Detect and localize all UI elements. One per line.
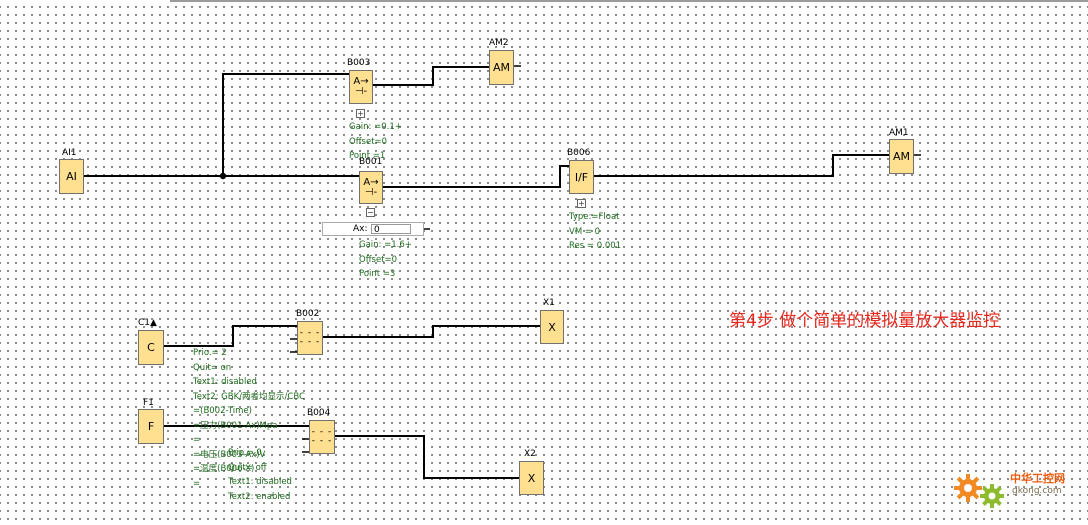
wire-b001-b006 (383, 165, 569, 188)
x1-symbol: X (548, 320, 556, 334)
b001-collapse-icon[interactable]: − (366, 208, 375, 217)
b002-param: Quit= on (193, 362, 232, 373)
b006-param: VM = 0 (569, 226, 601, 237)
b002-param: =压力(B001-Ax)Mpa (193, 420, 278, 431)
x2-label: X2 (524, 449, 536, 459)
ai1-label: AI1 (62, 148, 77, 158)
b002-param: = (193, 478, 201, 489)
am2-block[interactable]: AM (489, 50, 514, 85)
wire-b004-x2 (335, 435, 519, 479)
b003-symbol-top: A→ (353, 76, 369, 87)
wire-junction-b003 (222, 73, 349, 176)
b002-param: Text1: disabled (193, 377, 257, 387)
watermark-title: 中华工控网 (1010, 472, 1065, 485)
am2-symbol: AM (492, 61, 510, 74)
x2-symbol: X (527, 471, 536, 485)
am2-label: AM2 (489, 38, 509, 48)
b004-param: Text2: enabled (228, 491, 291, 502)
b001-param: Offset=0 (359, 254, 398, 265)
am1-label: AM1 (889, 128, 909, 138)
canvas-top-border (170, 0, 1088, 2)
f1-block[interactable]: F (138, 409, 164, 444)
b002-param: =温度(B006-X) (193, 464, 255, 474)
wire-b003-am2 (373, 66, 489, 86)
b002-symbol-top: - - - (299, 328, 321, 338)
b004-label: B004 (307, 408, 331, 418)
watermark: 中华工控网 gkong.com (950, 466, 1085, 516)
b001-ax-label: Ax: (353, 224, 368, 234)
b006-expand-icon[interactable]: + (577, 199, 586, 208)
watermark-url: gkong.com (1012, 486, 1062, 496)
b002-symbol-bottom: - - - (299, 337, 321, 347)
am1-symbol: AM (892, 150, 910, 163)
b004-param: Prio.= 0 (228, 448, 262, 458)
step-annotation: 第4步 做个简单的模拟量放大器监控 (729, 311, 1001, 331)
b006-param: Res = 0.001 (569, 241, 622, 251)
wire-b006-am1 (594, 154, 889, 177)
x1-block[interactable]: X (540, 310, 564, 344)
b004-block[interactable]: - - - - - - (309, 420, 335, 454)
wire-junction-dot (219, 172, 227, 180)
b003-block[interactable]: A→ ⊣- (349, 70, 373, 104)
b006-params: Type:=Float VM = 0 Res = 0.001 (569, 210, 621, 254)
b004-param: Quit= off (228, 462, 267, 473)
b002-symbol: - - - - - - (300, 329, 320, 347)
b004-symbol: - - - - - - (312, 428, 332, 446)
f1-symbol: F (147, 420, 155, 433)
b002-param: =电压(B003-Ax)V (193, 449, 266, 460)
b001-param: Point =3 (359, 269, 396, 279)
b004-symbol-bottom: - - - (311, 436, 333, 446)
wire-b002-x1 (323, 325, 540, 338)
b001-symbol-top: A→ (363, 176, 379, 188)
b001-param: Gain: =1.6+ (359, 240, 412, 250)
wire-c1-b002 (164, 325, 297, 347)
ai1-block[interactable]: AI (59, 159, 84, 194)
am1-block[interactable]: AM (889, 139, 914, 174)
b001-symbol: A→ ⊣- (363, 176, 379, 198)
ai1-symbol: AI (66, 170, 77, 183)
f1-label: F1 (143, 398, 154, 408)
x1-label: X1 (543, 298, 555, 308)
b004-symbol-top: - - - (311, 427, 333, 437)
b003-param: Offset=0 (349, 136, 388, 147)
b001-params: Gain: =1.6+ Offset=0 Point =3 (359, 238, 412, 282)
b006-label: B006 (567, 148, 591, 158)
b002-label: B002 (296, 309, 320, 319)
b003-params: Gain: =0.1+ Offset=0 Point =1 (349, 120, 402, 164)
b002-param: =(B002-Time) (193, 406, 252, 416)
gear-logo-icon (954, 474, 1004, 508)
b004-params: Prio.= 0 Quit= off Text1: disabled Text2… (228, 446, 292, 504)
c1-symbol: C (147, 341, 155, 354)
b002-block[interactable]: - - - - - - (297, 321, 323, 355)
b001-ax-display: Ax: 0 (322, 222, 424, 236)
b001-block[interactable]: A→ ⊣- (359, 171, 383, 204)
b002-param: Text2: GBK/两者均显示/CBC (193, 391, 305, 402)
b003-param: Gain: =0.1+ (349, 122, 402, 132)
b001-symbol-bottom: ⊣- (364, 186, 378, 198)
b002-params: Prio.= 2 Quit= on Text1: disabled Text2:… (193, 346, 305, 491)
b001-ax-value[interactable]: 0 (371, 224, 411, 235)
x2-block[interactable]: X (519, 461, 544, 495)
b002-param: Prio.= 2 (193, 348, 227, 358)
b002-param: = (193, 435, 201, 445)
b001-label: B001 (359, 157, 383, 167)
c1-label: C1▲ (138, 318, 157, 328)
b006-param: Type:=Float (569, 212, 620, 222)
b003-symbol-bottom: ⊣- (354, 86, 368, 97)
b006-block[interactable]: I/F (569, 160, 594, 194)
b003-param: Point =1 (349, 151, 386, 161)
b004-param: Text1: disabled (228, 477, 292, 487)
b003-symbol: A→ ⊣- (353, 77, 368, 97)
b006-symbol: I/F (574, 170, 589, 184)
b003-label: B003 (347, 58, 371, 68)
b003-expand-icon[interactable]: + (356, 109, 365, 118)
c1-block[interactable]: C (138, 330, 164, 365)
